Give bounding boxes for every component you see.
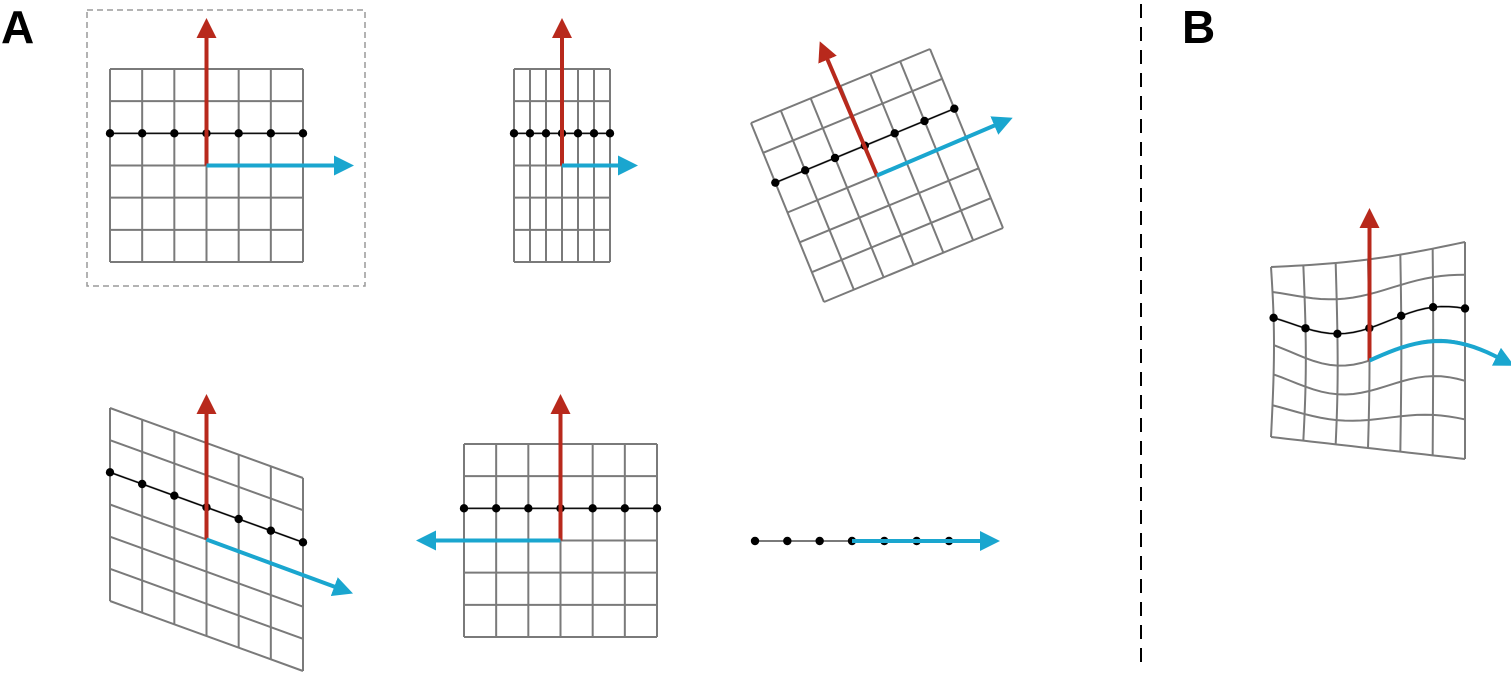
sample-point	[1301, 324, 1310, 333]
panel-identity	[105, 18, 354, 263]
panel-flip	[416, 394, 662, 638]
sample-point	[298, 538, 308, 547]
panel-label-b: B	[1182, 1, 1215, 53]
sample-point	[1333, 329, 1342, 338]
panel-warp	[1269, 208, 1511, 460]
sample-point	[1460, 304, 1470, 313]
sample-point	[800, 166, 810, 175]
sample-point	[298, 129, 308, 138]
sample-point	[509, 129, 519, 138]
sample-point	[105, 129, 115, 138]
sample-point	[491, 504, 501, 513]
sample-point	[234, 514, 243, 524]
horizontal-vector-arrow	[205, 537, 354, 596]
sample-point	[830, 153, 840, 163]
grid-line-horizontal	[823, 227, 1004, 303]
sample-point	[783, 536, 792, 546]
sample-point	[1428, 302, 1438, 312]
sample-point	[266, 129, 276, 138]
sample-point	[137, 129, 147, 138]
sample-point	[170, 491, 179, 500]
panels	[105, 18, 1511, 672]
sample-point	[620, 504, 630, 513]
panel-rotation	[750, 41, 1013, 303]
sample-point	[137, 479, 147, 489]
sample-point	[573, 129, 583, 138]
vertical-vector-arrow	[818, 41, 879, 177]
panel-squeeze	[509, 18, 638, 263]
sample-point	[1397, 311, 1406, 321]
panel-collapse	[750, 531, 1000, 551]
sample-point	[652, 504, 662, 513]
sample-point	[524, 504, 533, 513]
horizontal-vector-arrow	[876, 116, 1013, 178]
identity-crop-box	[86, 9, 366, 287]
panel-shear	[105, 394, 354, 672]
sample-point	[589, 129, 599, 138]
sample-point	[541, 129, 551, 138]
sample-point	[459, 504, 469, 513]
grid-line-horizontal	[799, 167, 980, 244]
grid-line-horizontal	[1270, 436, 1466, 460]
sample-point	[750, 536, 760, 546]
grid-line-horizontal	[109, 535, 304, 608]
panel-label-a: A	[1, 1, 34, 53]
sample-point	[234, 129, 243, 138]
sample-point	[920, 116, 929, 126]
sample-point	[771, 178, 780, 187]
grid-line-horizontal	[109, 600, 304, 672]
horizontal-vector-arrow	[1368, 339, 1511, 366]
grid-line-horizontal	[109, 567, 304, 640]
grid-line-horizontal	[811, 197, 992, 274]
sample-point	[605, 129, 615, 138]
sample-point	[170, 129, 179, 138]
sample-point	[105, 468, 115, 477]
grid-line-vertical	[1431, 248, 1435, 456]
grid-line-horizontal	[1273, 373, 1466, 396]
sample-point	[266, 526, 276, 535]
sample-point	[588, 504, 597, 513]
sample-point	[950, 104, 959, 113]
grid-line-vertical	[1334, 262, 1339, 445]
sample-point	[1269, 313, 1278, 322]
sample-point	[525, 129, 535, 138]
grid-line-horizontal	[1272, 404, 1466, 422]
sample-point	[815, 536, 824, 546]
sample-point	[890, 129, 899, 138]
